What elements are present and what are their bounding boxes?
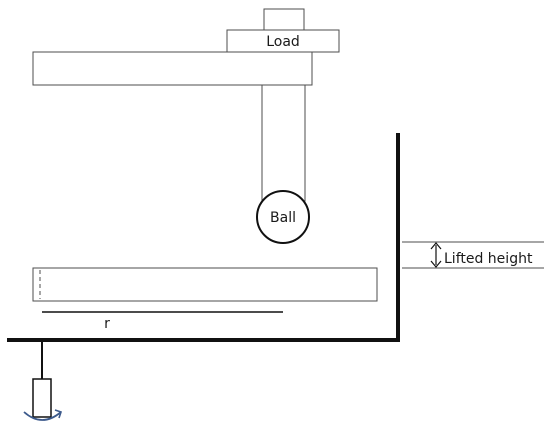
load-label: Load (266, 34, 300, 50)
ball (256, 190, 310, 244)
load-top-block (263, 8, 305, 31)
motor-rotation-arrowhead (54, 409, 63, 419)
lifted-height-arrowhead-up (430, 242, 442, 250)
radius-label: r (104, 316, 110, 332)
horizontal-arm (32, 51, 313, 86)
vertical-rod (261, 84, 306, 202)
lifted-height-arrowhead-down (430, 260, 442, 268)
rotating-disk (32, 267, 378, 302)
motor-body (32, 378, 52, 418)
lifted-height-label: Lifted height (444, 251, 533, 267)
ball-label: Ball (270, 210, 296, 226)
motor-rotation-arc-icon (23, 411, 62, 421)
